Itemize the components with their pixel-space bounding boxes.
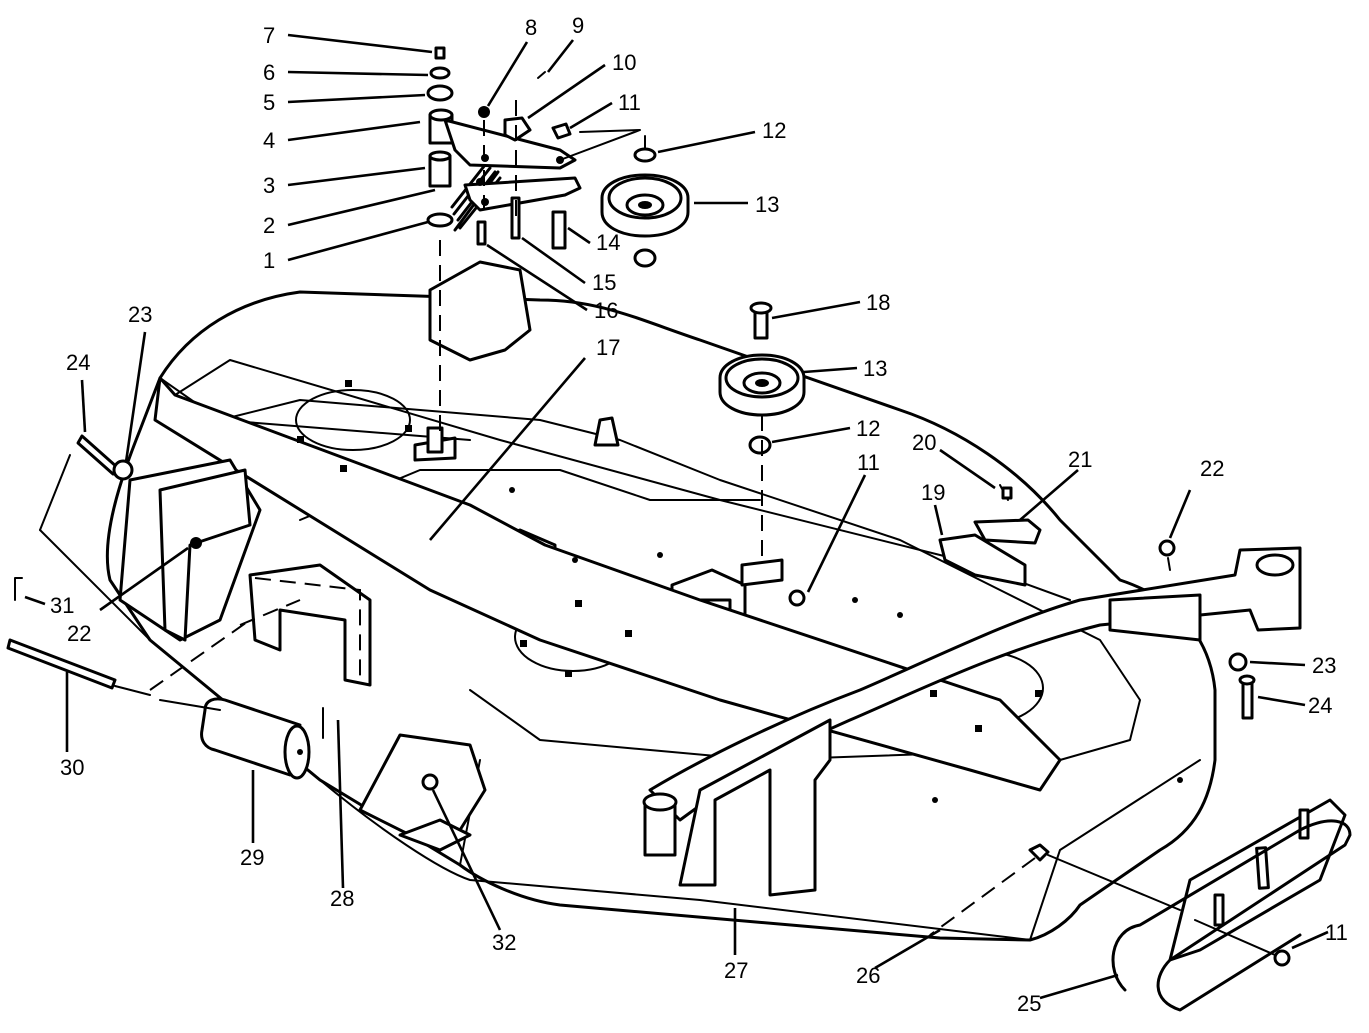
callout-12-top: 12 — [762, 118, 786, 143]
left-brackets — [39, 454, 372, 687]
bumper-pad-parts — [938, 484, 1042, 587]
deck-holes — [297, 380, 1183, 803]
callout-13-lower: 13 — [863, 356, 887, 381]
callout-2: 2 — [263, 213, 275, 238]
rear-roller-assembly — [6, 577, 324, 780]
upper-idler-pulley — [559, 129, 690, 268]
callout-5: 5 — [263, 90, 275, 115]
front-skid-assembly — [929, 798, 1352, 1012]
callout-11-mid: 11 — [857, 450, 880, 475]
callout-11-skid: 11 — [1325, 920, 1348, 945]
left-mount-hardware — [76, 434, 202, 549]
leader-lines — [24, 33, 1329, 1000]
rear-hitch — [358, 733, 487, 852]
right-mount-hardware — [1158, 539, 1256, 720]
callout-28: 28 — [330, 886, 354, 911]
callout-9: 9 — [572, 13, 584, 38]
callout-7: 7 — [263, 23, 275, 48]
front-rail — [642, 546, 1302, 897]
idler-arm-assembly — [426, 46, 582, 440]
callout-22-right: 22 — [1200, 456, 1224, 481]
callout-13-top: 13 — [755, 192, 779, 217]
callout-19: 19 — [921, 480, 945, 505]
lower-idler-pulley — [718, 301, 806, 607]
callout-24-left: 24 — [66, 350, 90, 375]
callout-24-right: 24 — [1308, 693, 1332, 718]
callout-22-left: 22 — [67, 621, 91, 646]
callout-8: 8 — [525, 15, 537, 40]
callout-17: 17 — [596, 335, 620, 360]
callout-26: 26 — [856, 963, 880, 988]
callout-29: 29 — [240, 845, 264, 870]
callout-23-right: 23 — [1312, 653, 1336, 678]
callout-1: 1 — [263, 248, 275, 273]
deck-housing — [105, 260, 1217, 942]
callout-6: 6 — [263, 60, 275, 85]
callout-3: 3 — [263, 173, 275, 198]
callout-18: 18 — [866, 290, 890, 315]
callout-32: 32 — [492, 930, 516, 955]
callout-25: 25 — [1017, 991, 1041, 1016]
callout-15: 15 — [592, 270, 616, 295]
callout-31: 31 — [50, 593, 74, 618]
callout-20: 20 — [912, 430, 936, 455]
callout-23-left: 23 — [128, 302, 152, 327]
callout-27: 27 — [724, 958, 748, 983]
callout-4: 4 — [263, 128, 275, 153]
callout-12-lower: 12 — [856, 416, 880, 441]
callout-14: 14 — [596, 230, 620, 255]
callout-21: 21 — [1068, 447, 1092, 472]
callout-10: 10 — [612, 50, 636, 75]
callout-30: 30 — [60, 755, 84, 780]
callout-16: 16 — [594, 298, 618, 323]
callout-11-top: 11 — [618, 90, 641, 115]
callout-labels: 7 6 5 4 3 2 1 8 9 10 11 12 13 14 15 16 1… — [50, 13, 1348, 1016]
